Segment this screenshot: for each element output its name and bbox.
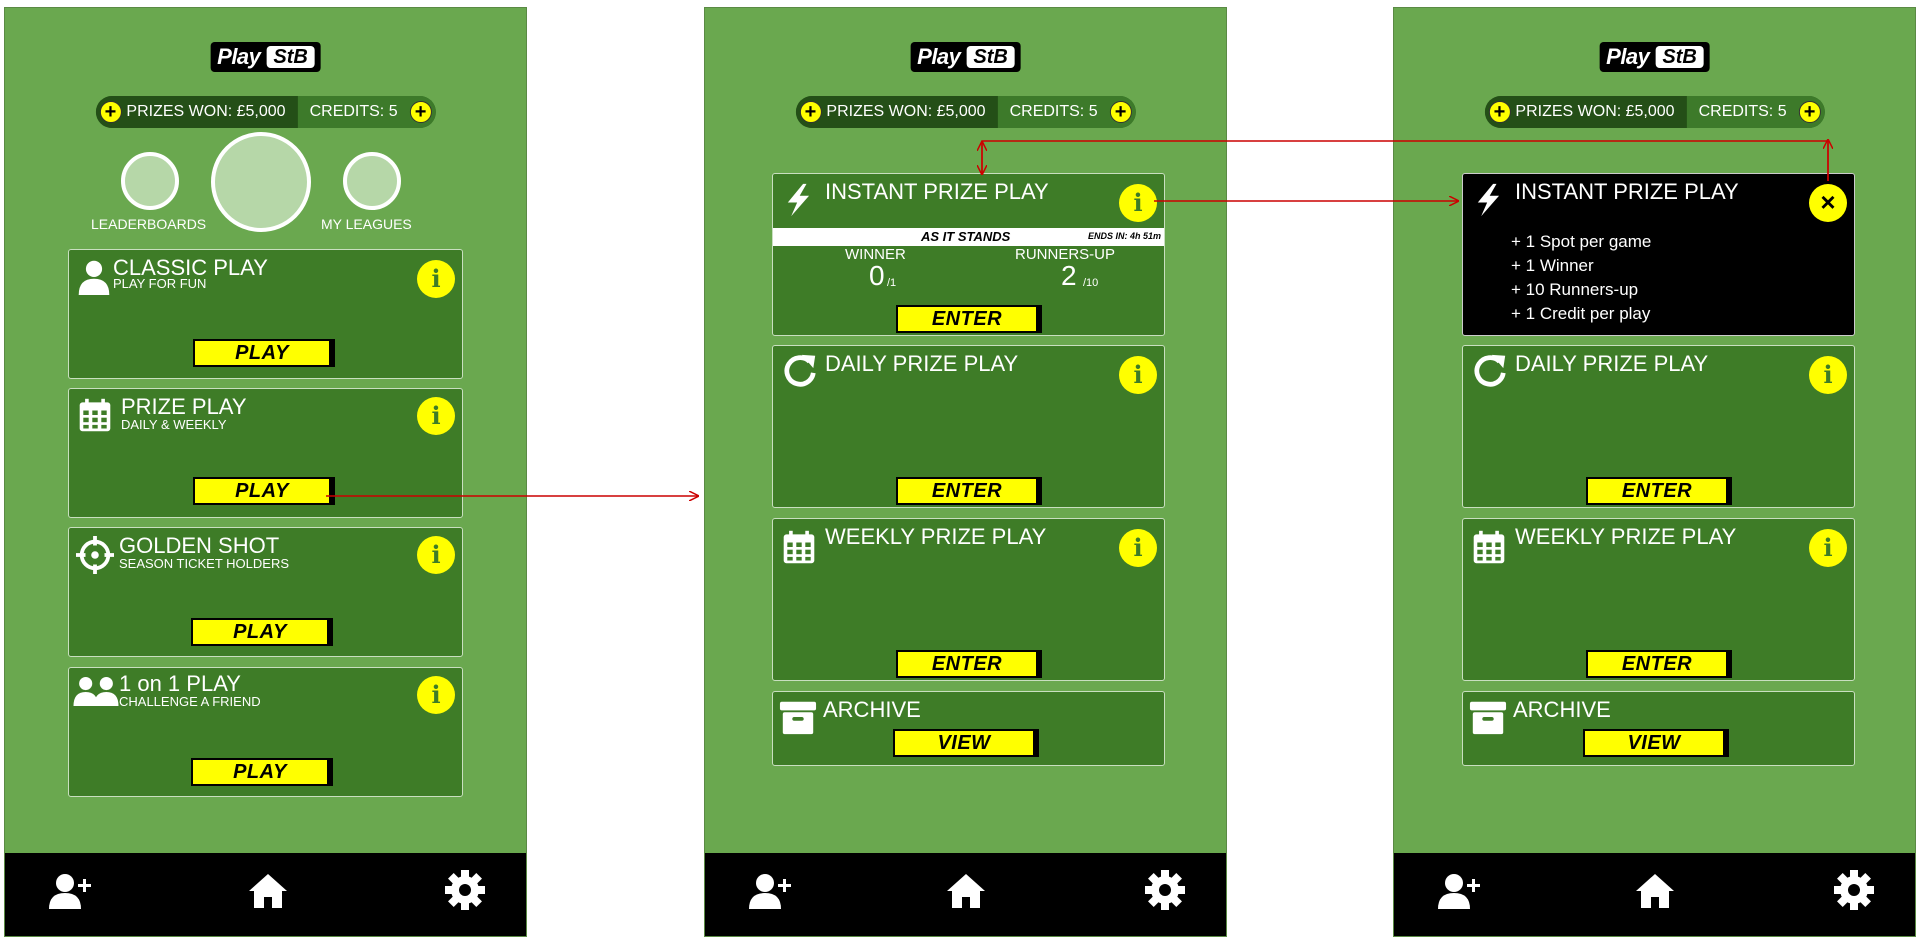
logo-stb-text: StB [266, 46, 315, 68]
info-button[interactable]: i [1119, 184, 1157, 222]
logo-stb-text: StB [1655, 46, 1704, 68]
card-title: INSTANT PRIZE PLAY [825, 179, 1049, 204]
daily-enter-button[interactable]: ENTER [896, 477, 1038, 505]
card-title: DAILY PRIZE PLAY [1515, 351, 1709, 376]
logo-stb-text: StB [966, 46, 1015, 68]
card-title: DAILY PRIZE PLAY [825, 351, 1019, 376]
close-button[interactable]: × [1809, 184, 1847, 222]
rule-item: + 10 Runners-up [1511, 280, 1639, 299]
rules-list: + 1 Spot per game + 1 Winner + 10 Runner… [1511, 230, 1651, 326]
logo-play-text: Play [1606, 44, 1650, 69]
winner-value: 0 [869, 260, 885, 291]
weekly-enter-button[interactable]: ENTER [896, 650, 1038, 678]
card-title: PRIZE PLAY [121, 394, 247, 419]
screen-prize-play-info: Play StB + PRIZES WON: £5,000 CREDITS: 5… [1393, 7, 1916, 937]
archive-card: ARCHIVE VIEW [1462, 691, 1855, 766]
add-credits-button[interactable]: + [409, 101, 432, 123]
card-title: ARCHIVE [1513, 697, 1611, 722]
bottom-nav [705, 853, 1226, 936]
daily-prize-play-card: DAILY PRIZE PLAY i ENTER [772, 345, 1165, 508]
rule-item: + 1 Winner [1511, 256, 1594, 275]
screen-prize-play: Play StB + PRIZES WON: £5,000 CREDITS: 5… [704, 7, 1227, 937]
my-leagues-button[interactable] [343, 152, 401, 210]
add-prizes-button[interactable]: + [799, 101, 822, 123]
info-button[interactable]: i [1119, 356, 1157, 394]
daily-prize-play-card: DAILY PRIZE PLAY i ENTER [1462, 345, 1855, 508]
classic-play-button[interactable]: PLAY [193, 339, 331, 367]
card-subtitle: DAILY & WEEKLY [121, 417, 227, 432]
credits-text: CREDITS: 5 [1698, 103, 1787, 120]
prize-bar: + PRIZES WON: £5,000 CREDITS: 5 + [95, 96, 436, 128]
add-credits-button[interactable]: + [1109, 101, 1132, 123]
as-it-stands-label: AS IT STANDS [921, 229, 1011, 244]
card-subtitle: CHALLENGE A FRIEND [119, 694, 261, 709]
card-title: CLASSIC PLAY [113, 255, 268, 280]
bottom-nav [5, 853, 526, 936]
weekly-enter-button[interactable]: ENTER [1586, 650, 1728, 678]
brand-logo: Play StB [1599, 42, 1710, 72]
card-subtitle: SEASON TICKET HOLDERS [119, 556, 290, 571]
archive-view-button[interactable]: VIEW [1583, 729, 1725, 757]
weekly-prize-play-card: WEEKLY PRIZE PLAY i ENTER [1462, 518, 1855, 681]
runners-up-label: RUNNERS-UP [1015, 246, 1116, 263]
archive-view-button[interactable]: VIEW [893, 729, 1035, 757]
winner-total: /1 [887, 277, 897, 289]
daily-enter-button[interactable]: ENTER [1586, 477, 1728, 505]
info-button[interactable]: i [1119, 529, 1157, 567]
winner-label: WINNER [845, 246, 906, 263]
add-credits-button[interactable]: + [1798, 101, 1821, 123]
my-leagues-label: MY LEAGUES [321, 216, 412, 232]
ends-in-label: ENDS IN: 4h 51m [1087, 231, 1161, 241]
card-title: WEEKLY PRIZE PLAY [1515, 524, 1737, 549]
golden-shot-card: GOLDEN SHOT SEASON TICKET HOLDERS i PLAY [68, 527, 463, 657]
classic-play-card: CLASSIC PLAY PLAY FOR FUN i PLAY [68, 249, 463, 379]
instant-enter-button[interactable]: ENTER [896, 305, 1038, 333]
one-on-one-play-button[interactable]: PLAY [191, 758, 329, 786]
add-prizes-button[interactable]: + [1488, 101, 1511, 123]
prize-play-button[interactable]: PLAY [193, 477, 331, 505]
card-title: 1 on 1 PLAY [119, 671, 241, 696]
info-button[interactable]: i [1809, 529, 1847, 567]
logo-play-text: Play [217, 44, 261, 69]
credits-text: CREDITS: 5 [1009, 103, 1098, 120]
instant-prize-play-info-card: INSTANT PRIZE PLAY × + 1 Spot per game +… [1462, 173, 1855, 336]
weekly-prize-play-card: WEEKLY PRIZE PLAY i ENTER [772, 518, 1165, 681]
prize-bar: + PRIZES WON: £5,000 CREDITS: 5 + [1484, 96, 1825, 128]
card-title: WEEKLY PRIZE PLAY [825, 524, 1047, 549]
one-on-one-card: 1 on 1 PLAY CHALLENGE A FRIEND i PLAY [68, 667, 463, 797]
info-button[interactable]: i [417, 536, 455, 574]
prizes-won-text: PRIZES WON: £5,000 [1515, 103, 1675, 120]
prizes-won-text: PRIZES WON: £5,000 [826, 103, 986, 120]
credits-text: CREDITS: 5 [309, 103, 398, 120]
leaderboards-label: LEADERBOARDS [91, 216, 207, 232]
add-prizes-button[interactable]: + [99, 101, 122, 123]
prize-bar: + PRIZES WON: £5,000 CREDITS: 5 + [795, 96, 1136, 128]
prizes-won-text: PRIZES WON: £5,000 [126, 103, 286, 120]
card-title: ARCHIVE [823, 697, 921, 722]
card-subtitle: PLAY FOR FUN [113, 276, 207, 291]
info-button[interactable]: i [417, 397, 455, 435]
info-button[interactable]: i [417, 260, 455, 298]
archive-card: ARCHIVE VIEW [772, 691, 1165, 766]
bottom-nav [1394, 853, 1915, 936]
instant-prize-play-card: INSTANT PRIZE PLAY i AS IT STANDS ENDS I… [772, 173, 1165, 336]
card-title: INSTANT PRIZE PLAY [1515, 179, 1739, 204]
brand-logo: Play StB [910, 42, 1021, 72]
as-it-stands-bar: AS IT STANDS ENDS IN: 4h 51m [773, 228, 1164, 246]
brand-logo: Play StB [210, 42, 321, 72]
rule-item: + 1 Credit per play [1511, 304, 1651, 323]
info-button[interactable]: i [417, 676, 455, 714]
rule-item: + 1 Spot per game [1511, 232, 1652, 251]
card-title: GOLDEN SHOT [119, 533, 280, 558]
golden-shot-play-button[interactable]: PLAY [191, 618, 329, 646]
profile-avatar[interactable] [211, 132, 311, 232]
flow-arrow-close-to-card [982, 140, 1829, 181]
runners-up-value: 2 [1061, 260, 1077, 291]
info-button[interactable]: i [1809, 356, 1847, 394]
leaderboards-button[interactable] [121, 152, 179, 210]
logo-play-text: Play [917, 44, 961, 69]
runners-up-total: /10 [1083, 277, 1099, 289]
